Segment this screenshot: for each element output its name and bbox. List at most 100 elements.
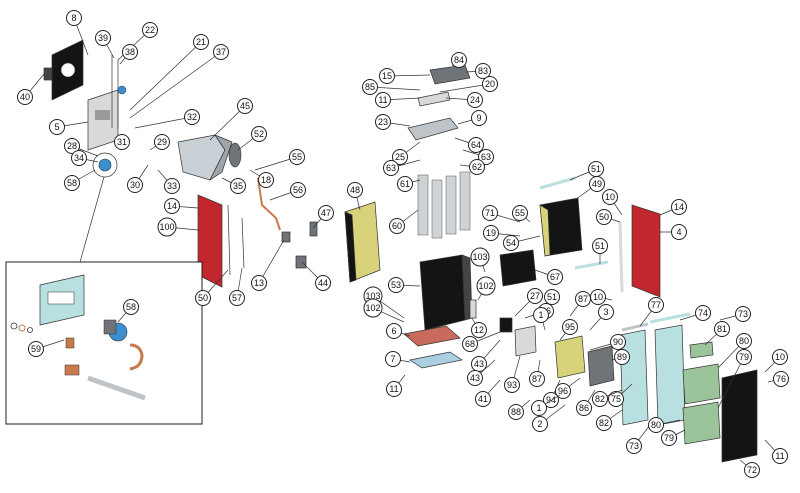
callout-number: 93	[507, 380, 517, 390]
callout-61: 61	[397, 176, 413, 192]
callout-circle	[592, 238, 608, 254]
box-49-yellow	[539, 204, 551, 257]
callout-87: 87	[575, 291, 591, 307]
callout-number: 28	[67, 141, 77, 151]
callout-25: 25	[392, 149, 408, 165]
callout-circle	[714, 321, 730, 337]
callout-28: 28	[64, 138, 80, 154]
callout-57: 57	[229, 290, 245, 306]
ring-39	[117, 85, 127, 95]
callout-44: 44	[315, 275, 331, 291]
callout-number: 77	[651, 300, 661, 310]
callout-96: 96	[555, 383, 571, 399]
heating-elements	[417, 171, 471, 239]
callout-number: 21	[196, 37, 206, 47]
housing-53	[419, 254, 466, 331]
callout-75: 75	[608, 391, 624, 407]
callout-circle	[467, 92, 483, 108]
callout-84: 84	[451, 52, 467, 68]
callout-number: 39	[98, 33, 108, 43]
callout-number: 10	[775, 352, 785, 362]
callout-87: 87	[529, 371, 545, 387]
callout-50: 50	[596, 209, 612, 225]
callout-circle	[95, 30, 111, 46]
callout-number: 59	[31, 344, 41, 354]
callout-circle	[251, 275, 267, 291]
callout-number: 31	[117, 137, 127, 147]
valve-47	[309, 221, 318, 237]
callout-number: 6	[391, 326, 396, 336]
inset-fitting	[65, 337, 75, 349]
callout-35: 35	[230, 178, 246, 194]
callout-circle	[695, 305, 711, 321]
callout-number: 25	[395, 152, 405, 162]
callout-circle	[451, 52, 467, 68]
valve-44	[295, 255, 307, 269]
callout-circle	[543, 392, 559, 408]
callout-number: 43	[470, 373, 480, 383]
callout-circle	[142, 22, 158, 38]
callout-41: 41	[475, 391, 491, 407]
callout-number: 33	[167, 181, 177, 191]
callout-number: 64	[471, 140, 481, 150]
callout-1: 1	[533, 307, 549, 323]
inset-frame-window	[47, 291, 75, 305]
callout-number: 32	[187, 112, 197, 122]
callout-number: 54	[506, 238, 516, 248]
callout-number: 11	[378, 95, 387, 105]
callout-circle	[661, 430, 677, 446]
callout-number: 51	[595, 241, 605, 251]
callout-circle	[533, 307, 549, 323]
callout-number: 8	[71, 13, 76, 23]
callout-circle	[736, 349, 752, 365]
callout-circle	[475, 391, 491, 407]
callout-circle	[482, 205, 498, 221]
callout-21: 21	[193, 34, 209, 50]
callout-number: 73	[629, 441, 639, 451]
callout-circle	[555, 383, 571, 399]
callout-number: 5	[54, 122, 59, 132]
callout-19: 19	[483, 225, 499, 241]
callout-56: 56	[290, 182, 306, 198]
control-box-67	[499, 249, 537, 287]
callout-1: 1	[531, 400, 547, 416]
callout-circle	[122, 44, 138, 60]
callout-number: 2	[537, 419, 542, 429]
callout-8: 8	[66, 10, 82, 26]
callout-circle	[71, 150, 87, 166]
callout-18: 18	[258, 172, 274, 188]
callout-number: 13	[254, 278, 264, 288]
callout-circle	[648, 297, 664, 313]
callout-circle	[289, 149, 305, 165]
callout-leader	[129, 41, 202, 111]
callout-30: 30	[127, 177, 143, 193]
callout-circle	[17, 89, 33, 105]
callout-circle	[547, 269, 563, 285]
callout-73: 73	[735, 306, 751, 322]
side-panel-yellow-face	[344, 211, 357, 283]
callout-number: 11	[389, 384, 398, 394]
valve-13	[281, 231, 291, 243]
callout-circle	[229, 290, 245, 306]
callout-number: 87	[578, 294, 588, 304]
callout-81: 81	[714, 321, 730, 337]
callout-circle	[66, 10, 82, 26]
callout-circle	[154, 134, 170, 150]
fan-hood-side	[209, 134, 233, 182]
callout-circle	[392, 149, 408, 165]
callout-80: 80	[648, 417, 664, 433]
callout-86: 86	[576, 400, 592, 416]
callout-number: 102	[365, 303, 380, 313]
callout-circle	[193, 34, 209, 50]
callout-circle	[736, 333, 752, 349]
callout-circle	[290, 182, 306, 198]
callout-number: 30	[130, 180, 140, 190]
callout-circle	[671, 224, 687, 240]
callout-number: 89	[617, 352, 627, 362]
callout-103: 103	[470, 247, 490, 267]
tray-6	[403, 325, 461, 347]
callout-number: 57	[232, 293, 242, 303]
callout-circle	[251, 126, 267, 142]
callout-circle	[379, 68, 395, 84]
